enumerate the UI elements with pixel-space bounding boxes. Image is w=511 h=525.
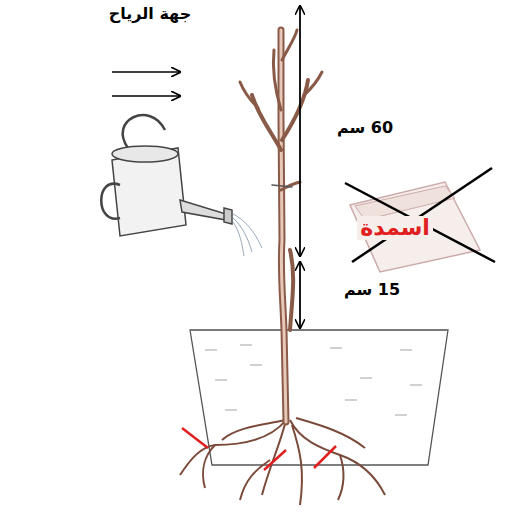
water-drops	[233, 214, 262, 256]
fertilizer-label: اسمدة	[357, 216, 433, 240]
dimension-label: 15 سم	[344, 281, 400, 299]
fertilizer-bag	[345, 168, 495, 272]
wind-direction-label: جهة الرياح	[109, 5, 191, 23]
dimension-label: 60 سم	[337, 119, 393, 137]
tree-trunk	[240, 30, 322, 422]
tree-roots	[180, 418, 385, 505]
wind-arrows	[112, 72, 180, 96]
watering-can	[101, 115, 232, 236]
root-cut-marks	[182, 428, 336, 470]
dimension-arrows	[299, 6, 301, 328]
